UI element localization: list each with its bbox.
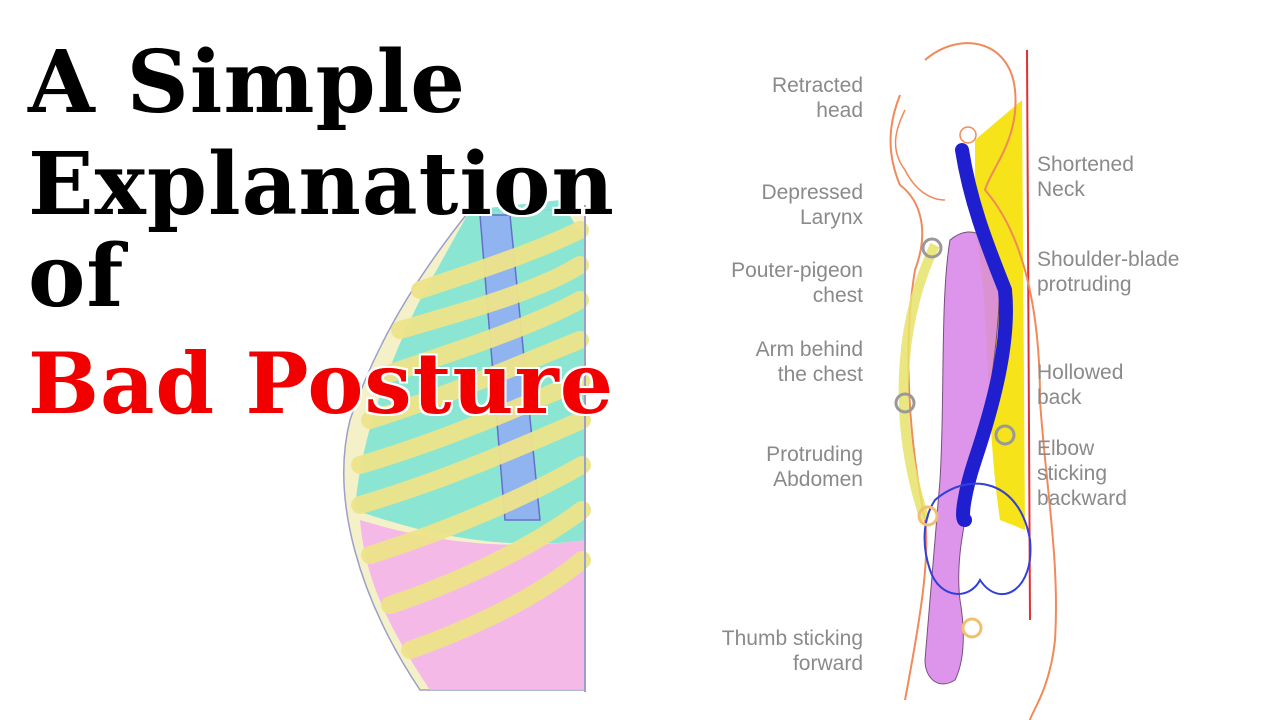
label-hollowed-back: Hollowed back — [1037, 361, 1124, 409]
marker-rings — [894, 237, 1016, 446]
label-thumb-sticking-forward: Thumb sticking forward — [721, 627, 863, 675]
spine — [955, 143, 1013, 527]
plumb-line — [1026, 49, 1031, 621]
body-outline — [924, 42, 1057, 720]
ribs — [351, 221, 591, 659]
title-line-1: A Simple — [28, 32, 466, 133]
title-line-4: Bad Posture — [28, 334, 615, 433]
rib-cage — [343, 200, 591, 692]
marker-rings-orange — [917, 505, 983, 639]
body-figure — [889, 42, 1057, 720]
label-arm-behind-chest: Arm behind the chest — [755, 338, 863, 386]
arm — [924, 231, 1001, 685]
face-profile — [894, 109, 946, 201]
title-line-2: Explanation — [28, 134, 615, 235]
label-depressed-larynx: Depressed Larynx — [761, 181, 863, 229]
pelvis — [923, 482, 1032, 596]
title-line-3: of — [28, 226, 125, 327]
label-shoulder-blade-protruding: Shoulder-blade protruding — [1037, 248, 1180, 296]
label-protruding-abdomen: Protruding Abdomen — [766, 443, 863, 491]
front-yellow-arc — [898, 242, 940, 522]
ear — [959, 126, 977, 144]
label-shortened-neck: Shortened Neck — [1037, 153, 1134, 201]
label-retracted-head: Retracted head — [771, 74, 863, 122]
label-elbow-sticking-backward: Elbow sticking backward — [1037, 437, 1127, 510]
label-pouter-pigeon-chest: Pouter-pigeon chest — [731, 259, 863, 307]
